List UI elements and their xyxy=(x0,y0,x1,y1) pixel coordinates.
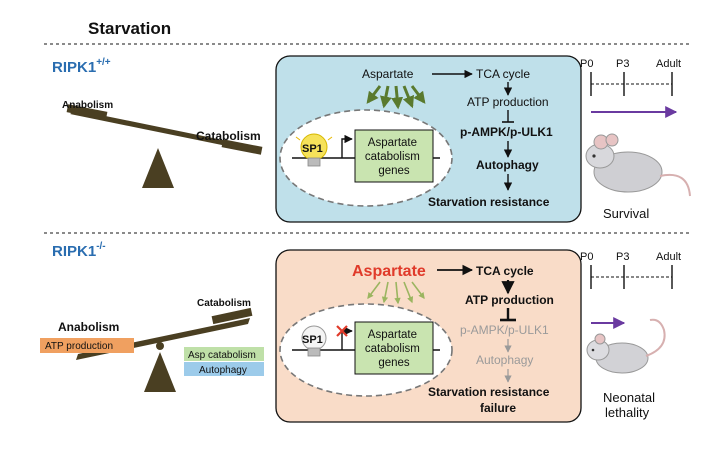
svg-text:RIPK1-/-: RIPK1-/- xyxy=(52,241,106,260)
tca-cycle-top: TCA cycle xyxy=(476,67,530,81)
adult-mouse-icon xyxy=(585,133,691,197)
atp-production-tag-label: ATP production xyxy=(45,341,113,352)
timeline-p0-top: P0 xyxy=(580,58,593,70)
timeline-p3-top: P3 xyxy=(616,58,629,70)
sp1-bulb-on-icon xyxy=(295,133,333,167)
aspartate-top: Aspartate xyxy=(362,67,414,81)
outcome-neonatal: Neonatal xyxy=(603,390,655,405)
ampk-ulk1-bottom: p-AMPK/p-ULK1 xyxy=(460,323,549,337)
gene-box-line2-bottom: catabolism xyxy=(365,343,420,355)
sp1-label-bottom: SP1 xyxy=(302,334,323,346)
asp-catabolism-tag xyxy=(184,347,264,361)
aspartate-bottom: Aspartate xyxy=(352,263,426,280)
autophagy-tag-label: Autophagy xyxy=(199,365,247,376)
genotype-label-top: RIPK1+/+ xyxy=(52,57,111,76)
figure-title: Starvation xyxy=(88,19,171,38)
timeline-p3-bottom: P3 xyxy=(616,251,629,263)
sp1-activation-arrow-top xyxy=(341,134,353,158)
timeline-adult-bottom: Adult xyxy=(656,251,681,263)
atp-production-top: ATP production xyxy=(467,95,549,109)
timeline-top xyxy=(590,72,673,96)
gene-box-top xyxy=(354,129,434,183)
neonatal-mouse-icon xyxy=(586,318,666,374)
autophagy-bottom: Autophagy xyxy=(476,353,533,367)
svg-text:RIPK1+/+: RIPK1+/+ xyxy=(52,57,111,76)
autophagy-tag xyxy=(184,362,264,376)
catabolism-label-bottom: Catabolism xyxy=(197,298,251,309)
ampk-ulk1-top: p-AMPK/p-ULK1 xyxy=(460,125,553,139)
starvation-resistance-top: Starvation resistance xyxy=(428,195,550,209)
gene-box-text-bottom: Aspartate catabolism genes xyxy=(365,329,423,369)
gene-box-bottom xyxy=(354,321,434,375)
gene-box-line1-bottom: Aspartate xyxy=(368,329,417,341)
gene-box-line3-bottom: genes xyxy=(378,357,410,369)
gene-box-line1-top: Aspartate xyxy=(368,137,417,149)
tca-cycle-bottom: TCA cycle xyxy=(476,264,534,278)
gene-box-line3-top: genes xyxy=(378,165,410,177)
anabolism-label-bottom: Anabolism xyxy=(58,320,119,334)
timeline-bottom xyxy=(590,265,673,289)
gene-box-text-top: Aspartate catabolism genes xyxy=(365,137,423,177)
atp-production-tag xyxy=(40,338,134,353)
starvation-resistance-bottom: Starvation resistance xyxy=(428,385,550,399)
aspartate-fan-arrows-bottom xyxy=(367,281,425,305)
seesaw-top xyxy=(66,104,263,188)
atp-production-bottom: ATP production xyxy=(465,293,554,307)
outcome-lethality: lethality xyxy=(605,405,650,420)
anabolism-label-top: Anabolism xyxy=(62,100,113,111)
blocked-x-icon xyxy=(336,325,348,337)
starvation-failure-bottom: failure xyxy=(480,401,516,415)
timeline-adult-top: Adult xyxy=(656,58,681,70)
sp1-bulb-off-icon xyxy=(301,325,327,357)
timeline-p0-bottom: P0 xyxy=(580,251,593,263)
genotype-label-bottom: RIPK1-/- xyxy=(52,241,106,260)
asp-catabolism-tag-label: Asp catabolism xyxy=(188,350,256,361)
catabolism-label-top: Catabolism xyxy=(196,129,261,143)
autophagy-top: Autophagy xyxy=(476,158,539,172)
gene-box-line2-top: catabolism xyxy=(365,151,420,163)
aspartate-fan-arrows-top xyxy=(366,85,426,110)
outcome-survival: Survival xyxy=(603,206,649,221)
sp1-label-top: SP1 xyxy=(302,143,323,155)
